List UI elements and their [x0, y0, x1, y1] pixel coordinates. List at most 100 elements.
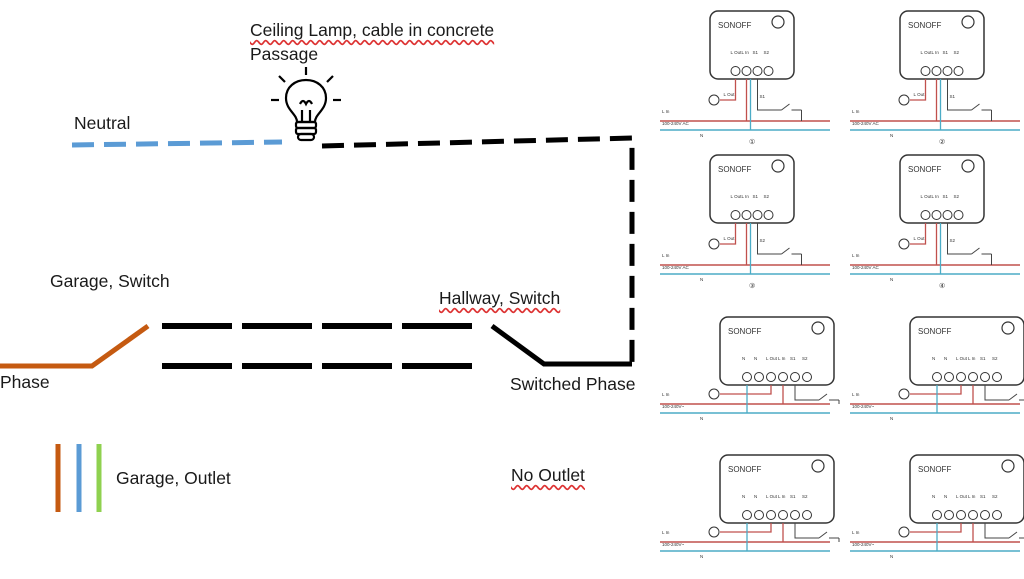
lamp-icon [708, 526, 720, 538]
switch-icon [781, 247, 790, 255]
terminal-label: L Out [956, 494, 968, 499]
switch-icon [1008, 393, 1018, 401]
terminal-label: L Out [731, 194, 743, 199]
switch-icon [1008, 531, 1018, 539]
module-box [719, 454, 835, 524]
terminal-screw [741, 66, 752, 76]
lamp-icon [898, 238, 910, 250]
lamp-sublabel: Passage [250, 44, 319, 64]
live-label: L In [852, 530, 860, 535]
supply-label: 100-240V AC [852, 121, 880, 126]
supply-label: 100-240V~ [852, 404, 875, 409]
lamp-icon [708, 238, 720, 250]
terminal-label: L Out [956, 356, 968, 361]
live-label: L In [852, 392, 860, 397]
sonoff-logo: SONOFF [718, 165, 751, 174]
neutral-label: Neutral [74, 113, 131, 133]
lamp-cable [321, 135, 635, 364]
terminal-screw [766, 510, 776, 520]
terminal-screw [752, 210, 763, 220]
phase-wire [0, 323, 150, 369]
lamp-wire [910, 79, 927, 101]
module-button-icon [771, 159, 785, 173]
terminal-label: L Out [921, 194, 933, 199]
switch-icon [781, 103, 790, 111]
terminal-label: L In [778, 494, 786, 499]
module-box [909, 454, 1024, 524]
sonoff-logo: SONOFF [728, 327, 761, 336]
diagram-number: ④ [939, 282, 945, 290]
terminal-screw [730, 210, 741, 220]
no-outlet-label: No Outlet [511, 465, 585, 485]
supply-label: 100-240V AC [662, 121, 690, 126]
terminal-label: L In [932, 50, 940, 55]
lamp-wire [720, 223, 737, 245]
terminal-screw [944, 510, 954, 520]
module-box [709, 10, 795, 80]
terminal-screw [742, 372, 752, 382]
lamp-wire [720, 79, 737, 101]
switch-wire [757, 223, 782, 255]
supply-label: 100-240V AC [662, 265, 690, 270]
terminal-label: N [742, 494, 745, 499]
garage-outlet-label: Garage, Outlet [116, 468, 231, 488]
lamp-label: Ceiling Lamp, cable in concrete [250, 20, 495, 40]
terminal-label: N [754, 494, 757, 499]
s-label: S1 [950, 94, 956, 99]
module-box [709, 154, 795, 224]
neutral-label: N [700, 416, 703, 421]
terminal-label: N [754, 356, 757, 361]
switched-phase-label: Switched Phase [510, 374, 636, 394]
module-button-icon [961, 159, 975, 173]
switch-icon [971, 247, 980, 255]
terminal-screw [932, 372, 942, 382]
terminal-screw [763, 210, 774, 220]
neutral-label: N [890, 554, 893, 559]
module-button-icon [811, 459, 825, 473]
module-button-icon [1001, 459, 1015, 473]
terminal-screw [754, 372, 764, 382]
terminal-label: S1 [790, 494, 796, 499]
terminal-label: S1 [790, 356, 796, 361]
garage-switch-label: Garage, Switch [50, 271, 170, 291]
module-box [899, 10, 985, 80]
terminal-label: L In [778, 356, 786, 361]
module-box [719, 316, 835, 386]
terminal-label: L Out [766, 356, 778, 361]
terminal-screw [931, 66, 942, 76]
out-label: L Out [724, 236, 736, 241]
terminal-label: S1 [980, 356, 986, 361]
terminal-screw [752, 66, 763, 76]
terminal-label: S2 [802, 356, 808, 361]
switch-wire [947, 223, 972, 255]
neutral-label: N [700, 277, 703, 282]
lamp-wire [910, 523, 962, 533]
terminal-label: N [932, 494, 935, 499]
terminal-screw [944, 372, 954, 382]
terminal-label: S1 [753, 50, 759, 55]
terminal-label: L Out [731, 50, 743, 55]
module-button-icon [1001, 321, 1015, 335]
s-label: S1 [760, 94, 766, 99]
lamp-icon [898, 94, 910, 106]
terminal-screw [942, 66, 953, 76]
terminal-screw [920, 210, 931, 220]
switch-wire [984, 385, 1009, 401]
sonoff-logo: SONOFF [728, 465, 761, 474]
switch-wire [984, 523, 1009, 539]
lamp-icon [898, 526, 910, 538]
terminal-label: N [932, 356, 935, 361]
switch-wire [794, 385, 819, 401]
terminal-screw [920, 66, 931, 76]
lamp-wire [910, 223, 927, 245]
out-label: L Out [914, 236, 926, 241]
terminal-label: L In [742, 50, 750, 55]
lamp-wire [720, 523, 772, 533]
terminal-screw [802, 372, 812, 382]
terminal-label: S2 [764, 194, 770, 199]
